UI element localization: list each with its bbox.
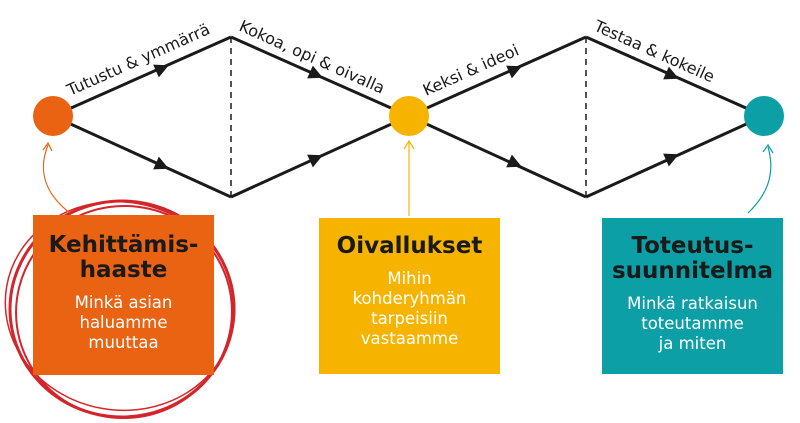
stage-label-ideate: Keksi & ideoi: [420, 40, 522, 99]
arrow-icon: [506, 154, 522, 168]
plan-box: Toteutus- suunnitelma Minkä ratkaisun to…: [602, 218, 783, 374]
arrow-icon: [153, 64, 169, 78]
node-middle: [389, 96, 429, 136]
insights-box: Oivallukset Mihin kohderyhmän tarpeisiin…: [319, 218, 500, 374]
arrow-icon: [506, 65, 522, 79]
challenge-description: Minkä asian haluamme muuttaa: [74, 293, 173, 352]
challenge-title: Kehittämis- haaste: [48, 232, 199, 283]
insights-description: Mihin kohderyhmän tarpeisiin vastaamme: [352, 269, 467, 348]
red-highlight-circle: [4, 199, 236, 420]
arrow-icon: [663, 66, 679, 80]
node-start: [33, 96, 73, 136]
line-d2-lower-left: [408, 114, 587, 199]
connector-plan: [747, 146, 772, 214]
plan-description: Minkä ratkaisun toteutamme ja miten: [627, 294, 758, 353]
node-end: [744, 96, 784, 136]
connector-challenge: [42, 144, 71, 214]
line-d1-lower-left: [52, 114, 232, 199]
stage-label-understand: Tutustu & ymmärrä: [63, 19, 213, 100]
arrow-icon: [663, 153, 679, 167]
challenge-box: Kehittämis- haaste Minkä asian haluamme …: [33, 215, 214, 375]
insights-title: Oivallukset: [336, 233, 483, 259]
arrow-icon: [307, 154, 323, 168]
stage-label-test: Testaa & kokeile: [590, 16, 717, 86]
arrow-icon: [153, 156, 169, 170]
line-d1-upper-left: [52, 35, 232, 118]
arrow-icon: [307, 65, 323, 79]
line-d2-upper-left: [408, 35, 587, 118]
plan-title: Toteutus- suunnitelma: [611, 233, 774, 284]
stage-label-gather: Kokoa, opi & oivalla: [236, 16, 387, 97]
